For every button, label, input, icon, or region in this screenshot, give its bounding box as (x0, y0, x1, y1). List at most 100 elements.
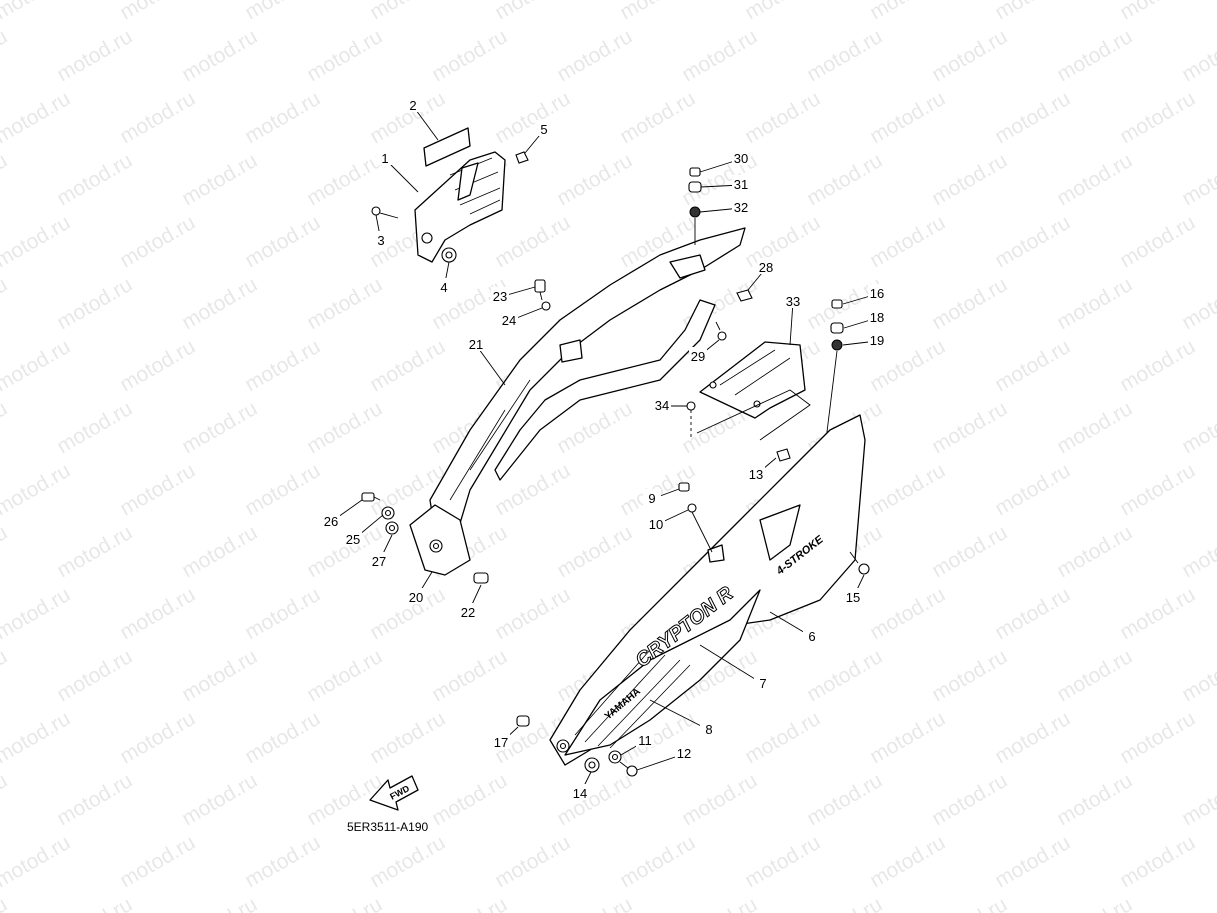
part-screw-3 (371, 206, 399, 219)
watermark-text: motod.ru (678, 25, 761, 86)
watermark-text: motod.ru (1053, 769, 1136, 830)
watermark-text: motod.ru (1178, 521, 1217, 582)
watermark-text: motod.ru (1116, 335, 1199, 396)
callout-bg (467, 335, 485, 351)
watermark-text: motod.ru (116, 707, 199, 768)
watermark-text: motod.ru (741, 211, 824, 272)
callout-bg (344, 530, 362, 546)
leader-line (475, 344, 506, 386)
watermark-text: motod.ru (366, 335, 449, 396)
watermark-text: motod.ru (366, 0, 449, 24)
watermark-text: motod.ru (0, 521, 11, 582)
watermark-text: motod.ru (241, 211, 324, 272)
callout-bg (404, 96, 422, 112)
watermark-text: motod.ru (241, 583, 324, 644)
callout-bg (700, 720, 718, 736)
callout-bg (803, 627, 821, 643)
watermark-text: motod.ru (1178, 645, 1217, 706)
watermark-text: motod.ru (116, 87, 199, 148)
callout-number: 9 (648, 491, 655, 506)
watermark-text: motod.ru (741, 0, 824, 24)
callout-number: 3 (377, 233, 384, 248)
watermark-text: motod.ru (991, 583, 1074, 644)
watermark-text: motod.ru (428, 645, 511, 706)
watermark-text: motod.ru (116, 211, 199, 272)
watermark-text: motod.ru (1116, 211, 1199, 272)
callout-bg (868, 331, 886, 347)
watermark-text: motod.ru (991, 335, 1074, 396)
part-sticker (423, 127, 471, 167)
watermark-text: motod.ru (178, 397, 261, 458)
callout-bg (689, 347, 707, 363)
callout-number: 18 (870, 310, 884, 325)
watermark-text: motod.ru (678, 769, 761, 830)
watermark-text: motod.ru (1053, 397, 1136, 458)
watermark-text: motod.ru (116, 0, 199, 24)
part-bracket-20 (409, 504, 471, 576)
watermark-text: motod.ru (1178, 893, 1217, 913)
leader-line (789, 301, 794, 346)
watermark-text: motod.ru (1116, 459, 1199, 520)
callout-bg (675, 744, 693, 760)
watermark-text: motod.ru (491, 831, 574, 892)
watermark-text: motod.ru (991, 459, 1074, 520)
watermark-text: motod.ru (866, 831, 949, 892)
callout-bg (754, 674, 772, 690)
part-screw-15 (849, 551, 870, 575)
watermark-text: motod.ru (303, 397, 386, 458)
watermark-text: motod.ru (928, 521, 1011, 582)
callout-number: 17 (494, 735, 508, 750)
part-screw-9 (678, 482, 690, 492)
watermark-text: motod.ru (53, 645, 136, 706)
watermark-text: motod.ru (1116, 87, 1199, 148)
callout-number: 16 (870, 286, 884, 301)
watermark-text: motod.ru (0, 583, 74, 644)
watermark-text: motod.ru (1178, 25, 1217, 86)
part-collar-17 (516, 715, 530, 727)
watermark-text: motod.ru (1053, 521, 1136, 582)
watermark-text: motod.ru (0, 335, 74, 396)
watermark-text: motod.ru (428, 25, 511, 86)
callout-number: 25 (346, 532, 360, 547)
callout-bg (376, 149, 394, 165)
watermark-text: motod.ru (1053, 273, 1136, 334)
leader-line (699, 644, 764, 685)
callout-number: 2 (409, 98, 416, 113)
watermark-text: motod.ru (178, 149, 261, 210)
part-washer-19 (831, 339, 843, 351)
callout-number: 29 (691, 349, 705, 364)
callout-number: 31 (734, 177, 748, 192)
watermark-text: motod.ru (241, 0, 324, 24)
callout-bg (653, 396, 671, 412)
watermark-text: motod.ru (928, 397, 1011, 458)
part-nut-28 (736, 289, 753, 302)
watermark-text: motod.ru (491, 211, 574, 272)
watermark-text: motod.ru (1053, 645, 1136, 706)
callout-number: 34 (655, 398, 669, 413)
watermark-text: motod.ru (0, 831, 74, 892)
part-lower-side-cover-6: CRYPTON R 4-STROKE YAMAHA (549, 414, 866, 766)
watermark-text: motod.ru (741, 87, 824, 148)
part-upper-side-cover (429, 227, 746, 566)
watermark-text: motod.ru (53, 521, 136, 582)
watermark-text: motod.ru (0, 0, 74, 24)
callout-number: 13 (749, 467, 763, 482)
callout-bg (370, 552, 388, 568)
callout-layer: 1234567891011121314151617181920212223242… (322, 96, 886, 801)
callout-number: 14 (573, 786, 587, 801)
part-washer-24 (541, 301, 551, 311)
watermark-text: motod.ru (303, 273, 386, 334)
watermark-text: motod.ru (0, 645, 11, 706)
watermark-text: motod.ru (1116, 707, 1199, 768)
watermark-text: motod.ru (616, 87, 699, 148)
watermark-text: motod.ru (178, 273, 261, 334)
callout-number: 19 (870, 333, 884, 348)
watermark-text: motod.ru (0, 25, 11, 86)
callout-number: 28 (759, 260, 773, 275)
callout-bg (571, 784, 589, 800)
watermark-text: motod.ru (116, 831, 199, 892)
watermark-text: motod.ru (53, 149, 136, 210)
watermark-text: motod.ru (616, 0, 699, 24)
watermark-text: motod.ru (116, 459, 199, 520)
callout-number: 11 (638, 733, 652, 748)
